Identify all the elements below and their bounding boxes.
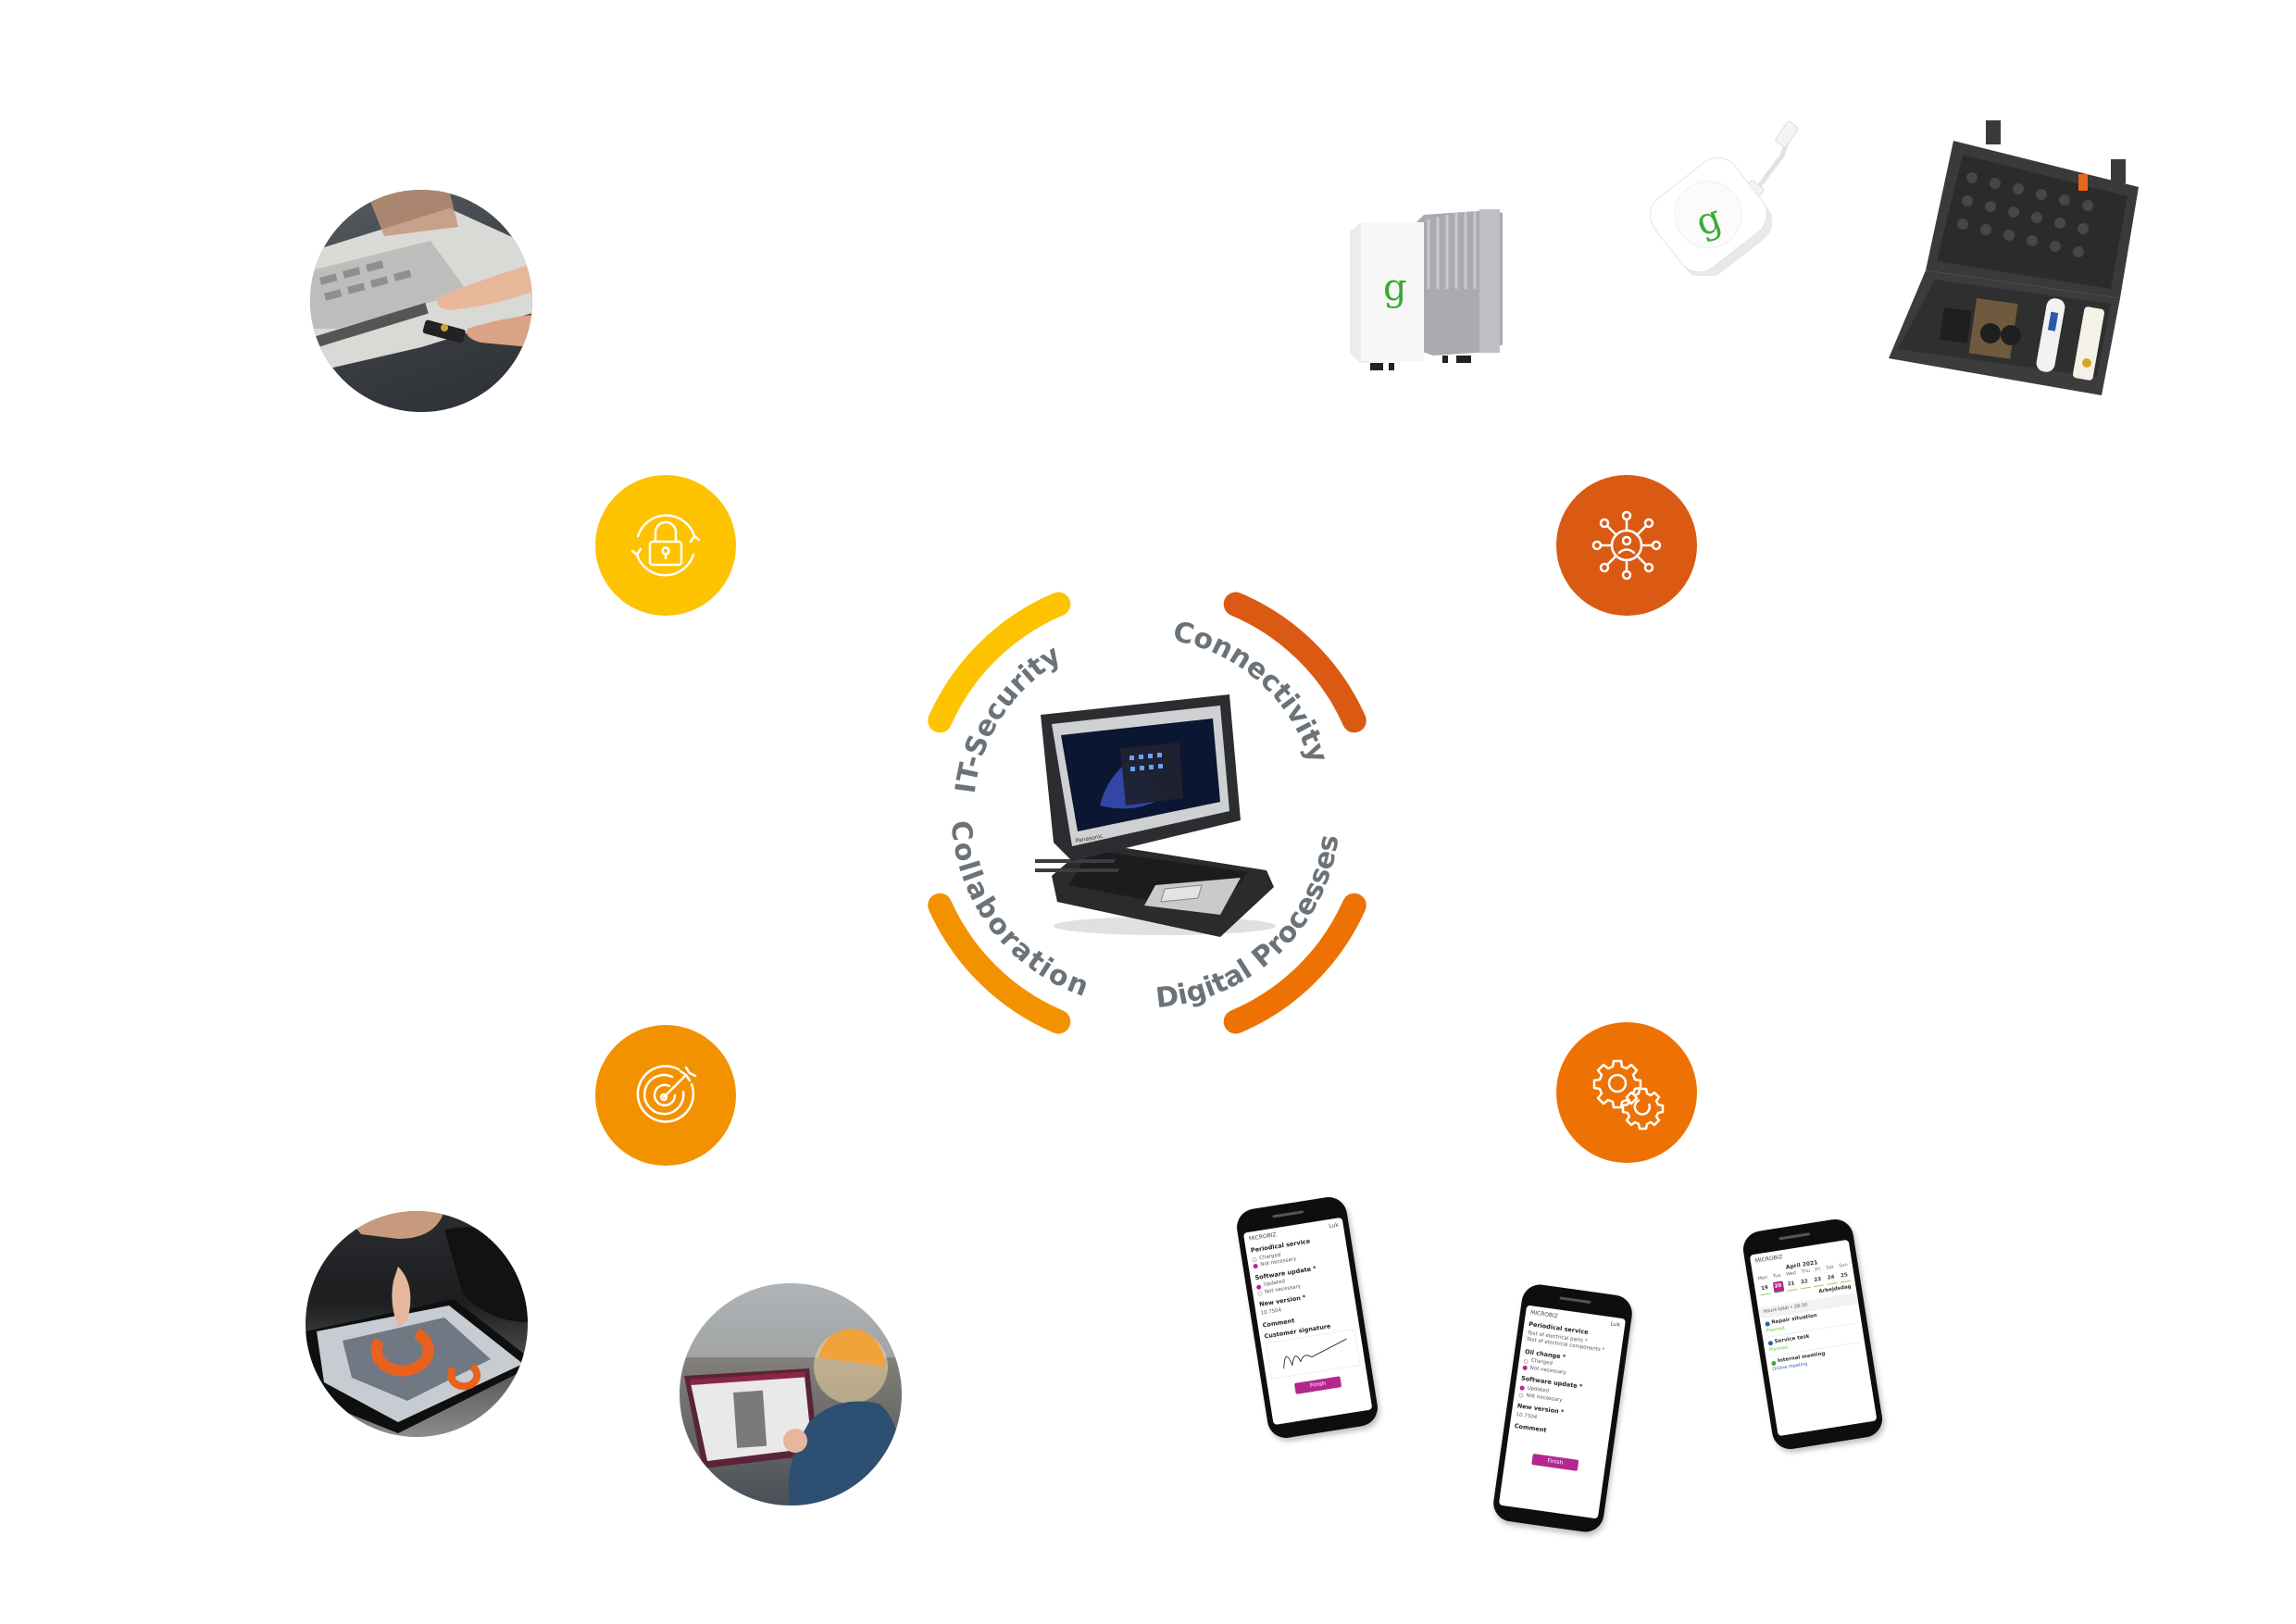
app-name: MICROBIZ: [1248, 1231, 1278, 1243]
router-device: g: [1350, 209, 1503, 370]
phone-periodical-service-signature: MICROBIZ Luk Periodical service Charged …: [1234, 1194, 1380, 1441]
collaboration-icon-badge: [595, 1025, 736, 1166]
app-name: MICROBIZ: [1754, 1254, 1784, 1265]
arc-digital-processes: [1223, 893, 1366, 1034]
photo-worker-tablet: [680, 1283, 902, 1505]
connectivity-icon-badge: [1556, 475, 1697, 616]
phone-screen: MICROBIZ Luk Periodical service Test of …: [1498, 1305, 1627, 1519]
calendar-day-selected[interactable]: 20: [1772, 1280, 1784, 1293]
arc-connectivity: [1223, 592, 1366, 733]
router-logo: g: [1383, 267, 1407, 309]
arc-collaboration: [928, 893, 1071, 1034]
calendar-day[interactable]: 25: [1838, 1270, 1851, 1283]
padlock-refresh-icon: [630, 514, 701, 577]
finish-button[interactable]: Finish: [1531, 1453, 1579, 1471]
arc-it-security: [928, 592, 1071, 733]
wireless-puck: g: [1649, 121, 1799, 276]
phone-speaker: [1778, 1232, 1811, 1241]
rugged-equipment-case: [1889, 120, 2139, 395]
calendar-day[interactable]: 21: [1785, 1279, 1798, 1292]
phone-speaker: [1272, 1210, 1304, 1218]
target-arrow-icon: [636, 1065, 697, 1123]
signature-pad[interactable]: [1265, 1329, 1361, 1380]
digital-processes-icon-badge: [1556, 1022, 1697, 1163]
close-button[interactable]: Luk: [1328, 1221, 1340, 1230]
it-security-icon-badge: [595, 475, 736, 616]
close-button[interactable]: Luk: [1610, 1320, 1621, 1329]
finish-button[interactable]: Finish: [1293, 1376, 1342, 1394]
photo-ar-tablet: [306, 1211, 528, 1437]
phone-screen: MICROBIZ Luk Periodical service Charged …: [1242, 1217, 1373, 1426]
calendar-day[interactable]: 24: [1825, 1272, 1838, 1285]
app-name: MICROBIZ: [1529, 1309, 1559, 1320]
phone-speaker: [1559, 1296, 1591, 1305]
calendar-day[interactable]: 19: [1758, 1282, 1771, 1296]
rugged-laptop: Panasonic: [1035, 694, 1276, 937]
calendar-day[interactable]: 22: [1798, 1276, 1811, 1290]
photo-security-key: [310, 190, 532, 412]
network-user-icon: [1591, 510, 1662, 581]
gears-icon: [1592, 1059, 1665, 1131]
calendar-day[interactable]: 23: [1812, 1274, 1824, 1288]
